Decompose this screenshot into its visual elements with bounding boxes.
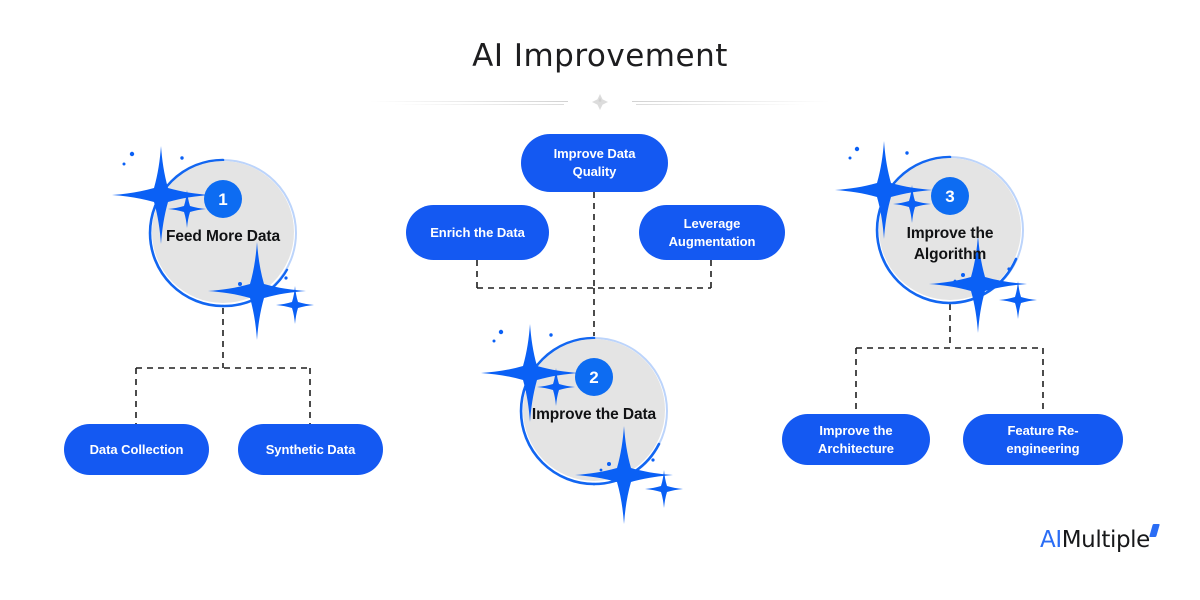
pill-label: Feature Re-engineering	[1006, 422, 1080, 456]
tick-mark-icon	[1149, 524, 1160, 537]
aimultiple-logo: AIMultiple	[1040, 524, 1160, 553]
title-divider	[370, 92, 830, 112]
pill-label: Enrich the Data	[430, 224, 525, 240]
node-feed-more-data[interactable]: 1 Feed More Data	[112, 146, 314, 340]
logo-prefix: AI	[1040, 527, 1062, 553]
pill-leverage-augmentation[interactable]: Leverage Augmentation	[639, 205, 785, 260]
diamond-cross-ornament-icon	[592, 94, 608, 110]
node-improve-the-data[interactable]: 2 Improve the Data	[481, 324, 683, 524]
divider-rule-left-inner	[394, 104, 564, 105]
pill-improve-data-quality[interactable]: Improve Data Quality	[521, 134, 668, 192]
step-badge: 2	[575, 358, 613, 396]
pill-data-collection[interactable]: Data Collection	[64, 424, 209, 475]
pill-label: Synthetic Data	[265, 441, 356, 457]
pill-enrich-the-data[interactable]: Enrich the Data	[406, 205, 549, 260]
pill-label: Data Collection	[89, 441, 184, 457]
divider-rule-right	[632, 101, 830, 102]
pill-improve-the-architecture[interactable]: Improve the Architecture	[782, 414, 930, 465]
node-label: Improve the Algorithm	[906, 225, 994, 264]
node-label: Feed More Data	[165, 228, 281, 245]
node-improve-the-algorithm[interactable]: 3 Improve the Algorithm	[835, 141, 1037, 333]
divider-rule-left	[370, 101, 568, 102]
pill-label: Improve Data Quality	[553, 146, 636, 179]
pill-feature-re-engineering[interactable]: Feature Re-engineering	[963, 414, 1123, 465]
page-title: AI Improvement	[472, 38, 728, 74]
pill-label: Leverage Augmentation	[668, 215, 756, 249]
step-badge: 1	[204, 180, 242, 218]
pill-label: Improve the Architecture	[818, 422, 894, 456]
step-badge: 3	[931, 177, 969, 215]
pill-synthetic-data[interactable]: Synthetic Data	[238, 424, 383, 475]
node-label: Improve the Data	[531, 406, 657, 423]
divider-rule-right-inner	[636, 104, 806, 105]
logo-suffix: Multiple	[1061, 527, 1151, 553]
